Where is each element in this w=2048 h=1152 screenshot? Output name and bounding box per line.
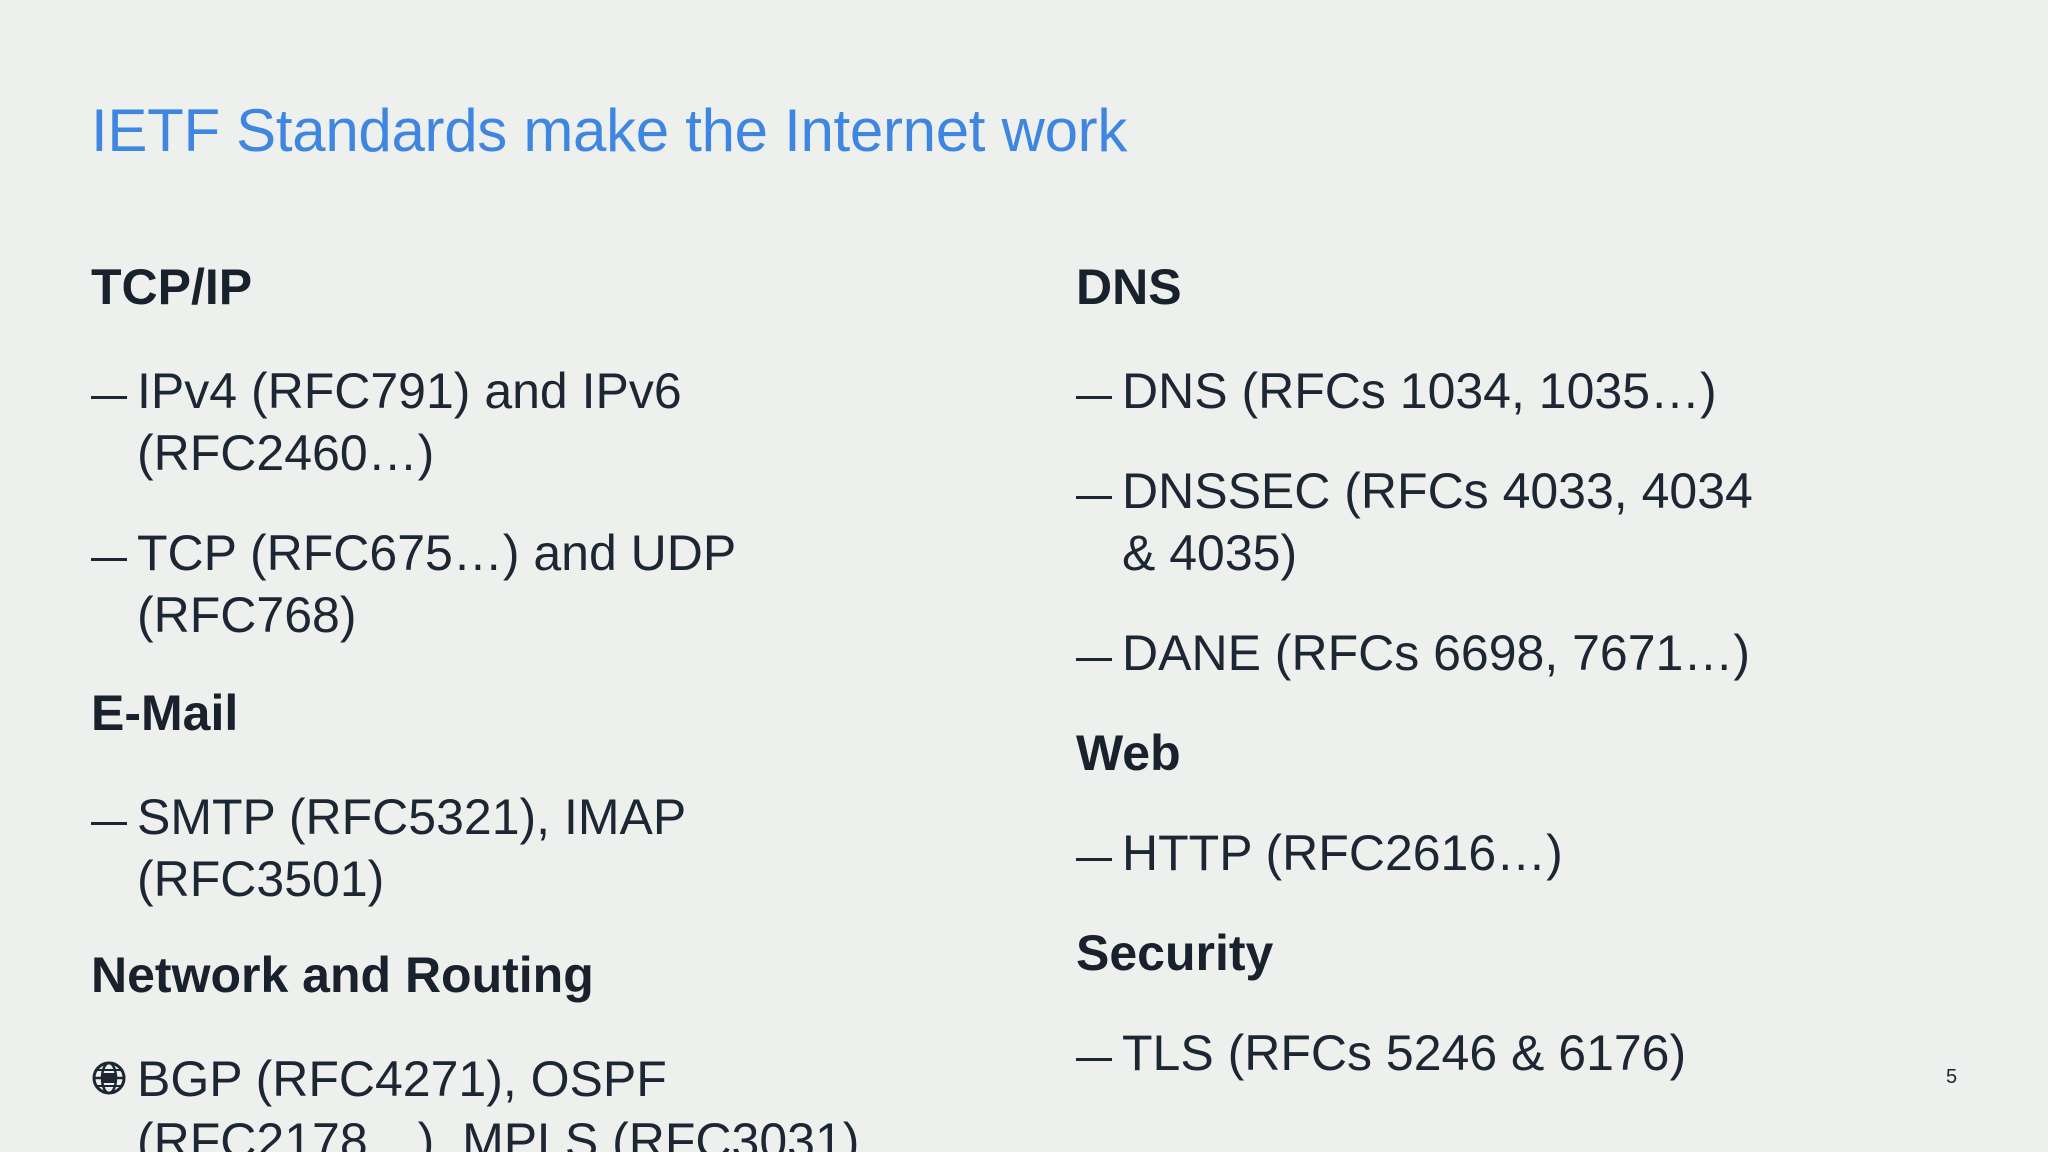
list-item-dane: DANE (RFCs 6698, 7671…) [1076, 622, 1796, 684]
list-item-dnssec: DNSSEC (RFCs 4033, 4034 & 4035) [1076, 460, 1796, 584]
list-item-smtp-imap: SMTP (RFC5321), IMAP (RFC3501) [91, 786, 811, 910]
list-item-text: SMTP (RFC5321), IMAP (RFC3501) [137, 789, 686, 907]
list-item-text: TLS (RFCs 5246 & 6176) [1122, 1025, 1687, 1081]
list-item-text: BGP (RFC4271), OSPF (RFC2178…), MPLS (RF… [137, 1051, 860, 1152]
dash-icon [1076, 460, 1120, 522]
dash-icon [1076, 360, 1120, 422]
slide-title: IETF Standards make the Internet work [91, 97, 1128, 164]
dash-icon [91, 360, 135, 422]
section-heading-dns: DNS [1076, 259, 1182, 315]
list-item-text: DNS (RFCs 1034, 1035…) [1122, 363, 1717, 419]
list-item-text: DNSSEC (RFCs 4033, 4034 & 4035) [1122, 463, 1753, 581]
globe-network-icon [92, 1061, 126, 1095]
dash-icon [91, 786, 135, 848]
list-item-ipv4-ipv6: IPv4 (RFC791) and IPv6 (RFC2460…) [91, 360, 811, 484]
section-heading-tcp-ip: TCP/IP [91, 259, 253, 315]
list-item-bgp-ospf-mpls: BGP (RFC4271), OSPF (RFC2178…), MPLS (RF… [91, 1048, 971, 1152]
dash-icon [1076, 1022, 1120, 1084]
list-item-tls: TLS (RFCs 5246 & 6176) [1076, 1022, 1796, 1084]
section-heading-web: Web [1076, 725, 1181, 781]
list-item-text: HTTP (RFC2616…) [1122, 825, 1563, 881]
page-number: 5 [1946, 1066, 1958, 1088]
dash-icon [91, 522, 135, 584]
list-item-text: DANE (RFCs 6698, 7671…) [1122, 625, 1751, 681]
section-heading-security: Security [1076, 925, 1274, 981]
list-item-http: HTTP (RFC2616…) [1076, 822, 1796, 884]
section-heading-email: E-Mail [91, 685, 239, 741]
dash-icon [1076, 822, 1120, 884]
list-item-text: TCP (RFC675…) and UDP (RFC768) [137, 525, 736, 643]
list-item-text: IPv4 (RFC791) and IPv6 (RFC2460…) [137, 363, 682, 481]
section-heading-network-routing: Network and Routing [91, 947, 594, 1003]
list-item-tcp-udp: TCP (RFC675…) and UDP (RFC768) [91, 522, 811, 646]
dash-icon [1076, 622, 1120, 684]
list-item-dns: DNS (RFCs 1034, 1035…) [1076, 360, 1796, 422]
